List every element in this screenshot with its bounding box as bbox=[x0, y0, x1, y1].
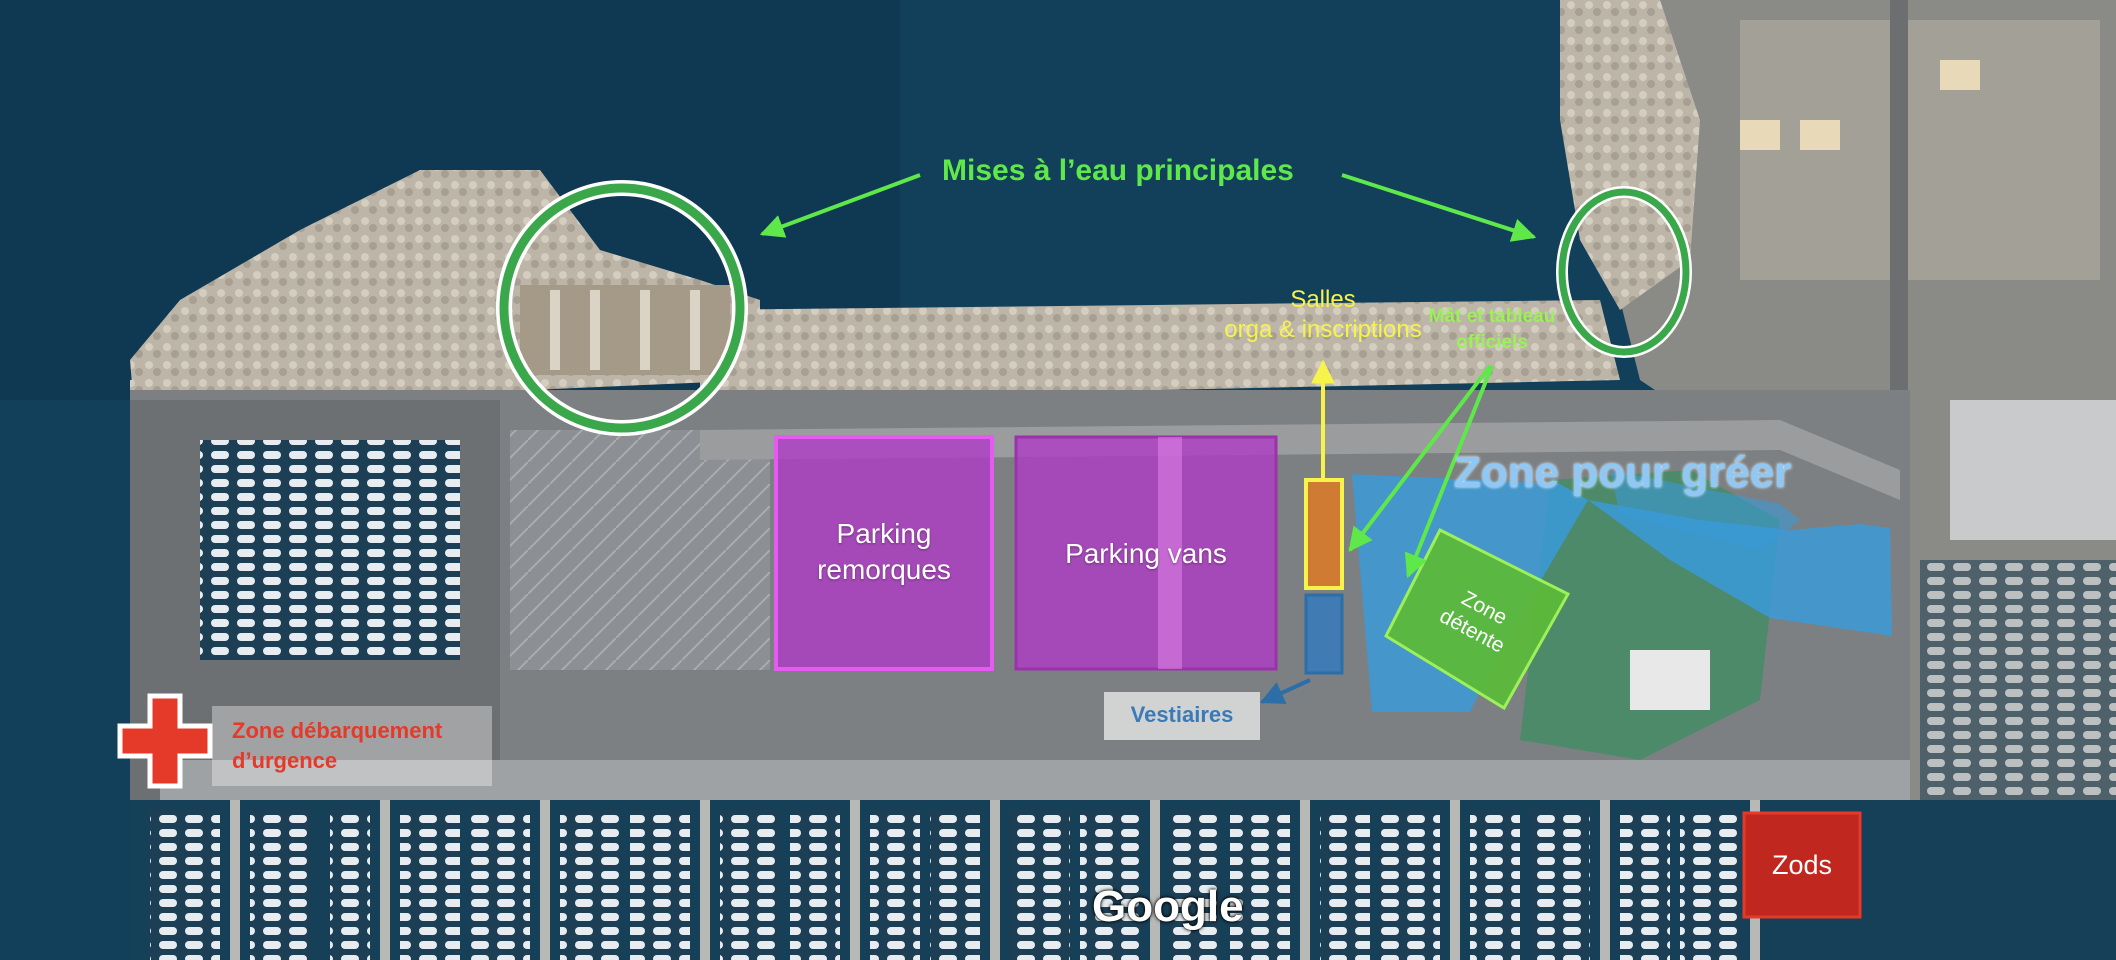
salles-line-1: Salles bbox=[1290, 286, 1356, 313]
parking-remorques-label: Parking remorques bbox=[776, 516, 992, 588]
vestiaires-label-bg bbox=[1104, 692, 1260, 740]
mat-line-2: officiels bbox=[1456, 332, 1528, 353]
launch-area-left bbox=[496, 180, 748, 436]
mat-label: Mât et tableau officiels bbox=[1412, 304, 1572, 356]
parking-remorques-line-2: remorques bbox=[817, 554, 951, 585]
arrow-mat-1 bbox=[1348, 364, 1492, 552]
zods-zone bbox=[1742, 811, 1862, 919]
arrow-to-vestiaires bbox=[1259, 678, 1311, 704]
first-aid-cross-icon bbox=[117, 693, 213, 789]
mat-line-1: Mât et tableau bbox=[1428, 306, 1556, 327]
parking-remorques-line-1: Parking bbox=[836, 518, 932, 549]
vestiaires-label: Vestiaires bbox=[1130, 702, 1234, 727]
urgence-label: Zone débarquement d’urgence bbox=[232, 716, 442, 776]
breakwater-right bbox=[1560, 0, 1700, 310]
salles-line-2: orga & inscriptions bbox=[1224, 316, 1422, 343]
parking-vans-zone bbox=[1014, 435, 1278, 671]
zods-label: Zods bbox=[1771, 850, 1833, 880]
breakwater-top bbox=[700, 300, 1620, 400]
arrow-mat-2 bbox=[1404, 365, 1494, 579]
arrow-to-right-launch bbox=[1341, 173, 1537, 242]
vestiaires-zone bbox=[1304, 593, 1344, 675]
urgence-line-2: d’urgence bbox=[232, 748, 338, 773]
google-attribution: Google bbox=[1092, 882, 1244, 931]
parking-remorques-zone bbox=[774, 435, 994, 671]
launch-area-right bbox=[1556, 186, 1692, 358]
arrow-to-left-launch bbox=[759, 173, 921, 238]
urgence-label-bg bbox=[212, 706, 492, 786]
salles-label: Salles orga & inscriptions bbox=[1220, 285, 1426, 345]
urgence-line-1: Zone débarquement bbox=[232, 718, 443, 743]
salles-zone bbox=[1304, 478, 1344, 590]
parking-vans-label: Parking vans bbox=[1065, 538, 1227, 569]
map-title: Mises à l’eau principales bbox=[942, 154, 1294, 187]
rigging-zone-label: Zone pour gréer bbox=[1454, 448, 1792, 497]
